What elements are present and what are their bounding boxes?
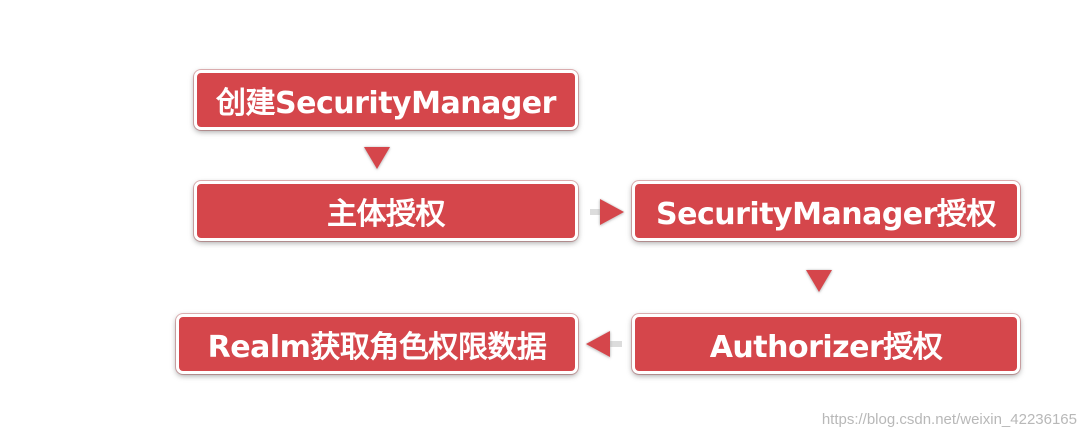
node-realm-get-role-permission-data: Realm获取角色权限数据 bbox=[176, 314, 578, 374]
arrow-tail bbox=[590, 209, 600, 215]
node-label: 主体授权 bbox=[327, 197, 446, 232]
node-authorizer-authorization: Authorizer授权 bbox=[632, 314, 1020, 374]
node-label: Authorizer授权 bbox=[709, 330, 943, 365]
arrow-down-icon bbox=[806, 270, 832, 292]
node-create-security-manager: 创建SecurityManager bbox=[194, 70, 578, 130]
arrow-right-icon bbox=[600, 199, 624, 225]
arrow-tail bbox=[610, 341, 622, 347]
arrow-left-icon bbox=[586, 331, 610, 357]
watermark: https://blog.csdn.net/weixin_42236165 bbox=[821, 411, 1077, 428]
node-label: SecurityManager授权 bbox=[656, 197, 996, 232]
node-label: 创建SecurityManager bbox=[216, 86, 556, 121]
arrow-down-icon bbox=[364, 147, 390, 169]
node-label: Realm获取角色权限数据 bbox=[207, 330, 547, 365]
node-security-manager-authorization: SecurityManager授权 bbox=[632, 181, 1020, 241]
node-subject-authorization: 主体授权 bbox=[194, 181, 578, 241]
